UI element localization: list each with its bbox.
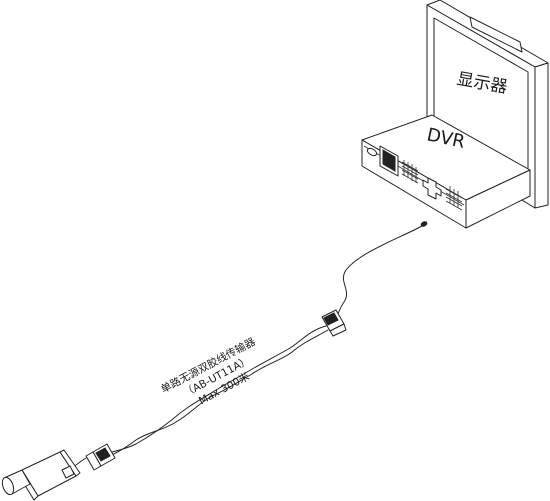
twisted-pair-cable bbox=[111, 325, 329, 456]
balun-connector-camera-side bbox=[65, 443, 116, 475]
dvr-cable bbox=[335, 221, 428, 319]
camera bbox=[1, 449, 81, 501]
transmitter-label-block: 单路无源双胶线传输器 （AB-UT11A） Max 300米 bbox=[159, 335, 258, 408]
balun-connector-dvr-side bbox=[321, 309, 347, 337]
